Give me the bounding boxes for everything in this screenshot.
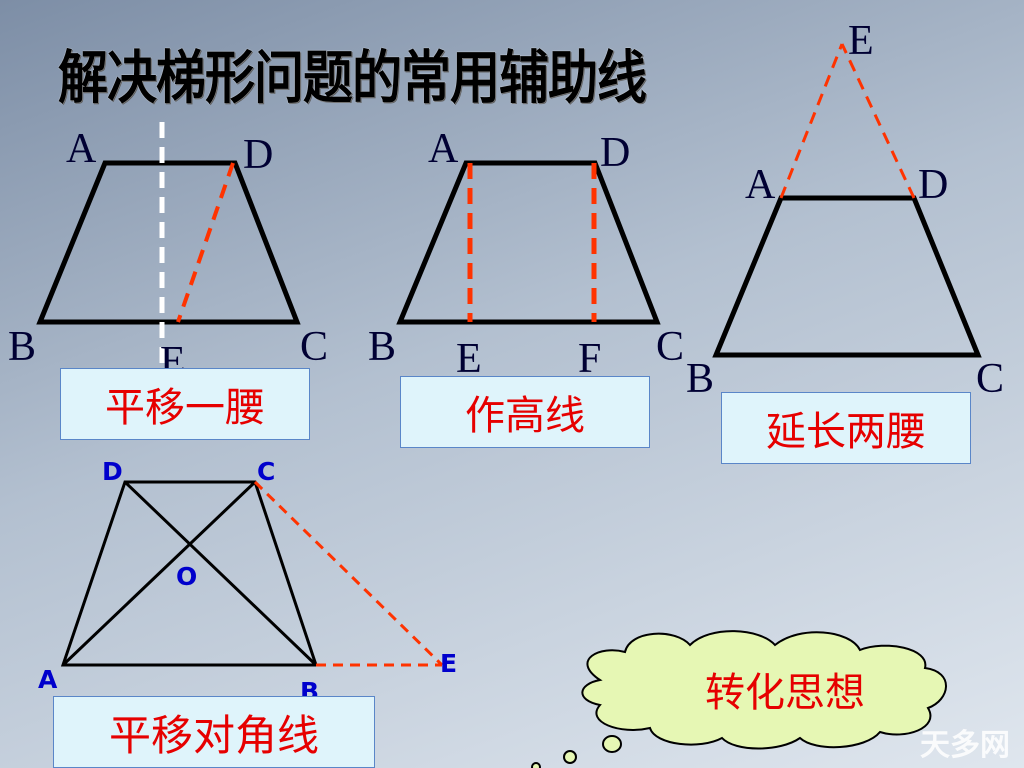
label-e: E (848, 18, 874, 64)
label-b: B (686, 356, 714, 402)
caption-text: 平移对角线 (108, 710, 319, 760)
diagonal-ac (61, 480, 257, 667)
label-d: D (918, 162, 948, 208)
page-title: 解决梯形问题的常用辅助线 (58, 44, 647, 112)
diagram-translate-leg: A D B C E (8, 122, 328, 385)
caption-extend-legs: 延长两腰 (721, 392, 971, 464)
diagram-translate-diagonal: D C O E A B (38, 457, 457, 706)
watermark: 天多网 (920, 728, 1010, 763)
label-a: A (428, 126, 459, 172)
label-a: A (66, 126, 97, 172)
diagonal-bd (123, 480, 318, 667)
trapezoid-1 (36, 160, 301, 325)
label-b: B (368, 324, 396, 370)
cloud-shape (581, 630, 947, 750)
translated-diagonal (253, 480, 444, 667)
label-e: E (440, 649, 457, 678)
diagram-draw-heights: A D B C E F (368, 126, 684, 382)
label-c: C (976, 356, 1004, 402)
caption-translate-leg: 平移一腰 (60, 368, 310, 440)
diagram-extend-legs: E A D B C (686, 18, 1004, 402)
caption-text: 延长两腰 (766, 409, 926, 455)
trapezoid-3 (712, 195, 982, 358)
label-b: B (8, 324, 36, 370)
label-c: C (656, 324, 684, 370)
trapezoid-2 (396, 160, 661, 325)
extended-leg-right (840, 43, 916, 199)
cloud-bubble-medium (563, 750, 577, 764)
label-c: C (300, 324, 328, 370)
label-o: O (176, 562, 197, 591)
caption-translate-diagonal: 平移对角线 (53, 696, 375, 768)
label-d: D (102, 457, 123, 486)
label-a: A (745, 162, 776, 208)
caption-text: 作高线 (465, 393, 585, 439)
cloud-bubble-small (531, 762, 541, 768)
cloud-text: 转化思想 (705, 670, 865, 716)
thought-cloud: 转化思想 (531, 630, 947, 768)
label-e: E (456, 336, 482, 382)
red-dashed-leg (176, 162, 235, 323)
label-a: A (38, 665, 58, 694)
caption-text: 平移一腰 (105, 385, 265, 431)
label-d: D (600, 130, 630, 176)
label-f: F (578, 336, 601, 382)
label-d: D (243, 132, 273, 178)
caption-draw-heights: 作高线 (400, 376, 650, 448)
extended-leg-left (779, 43, 844, 199)
cloud-bubble-large (602, 735, 622, 753)
label-c: C (257, 457, 275, 486)
